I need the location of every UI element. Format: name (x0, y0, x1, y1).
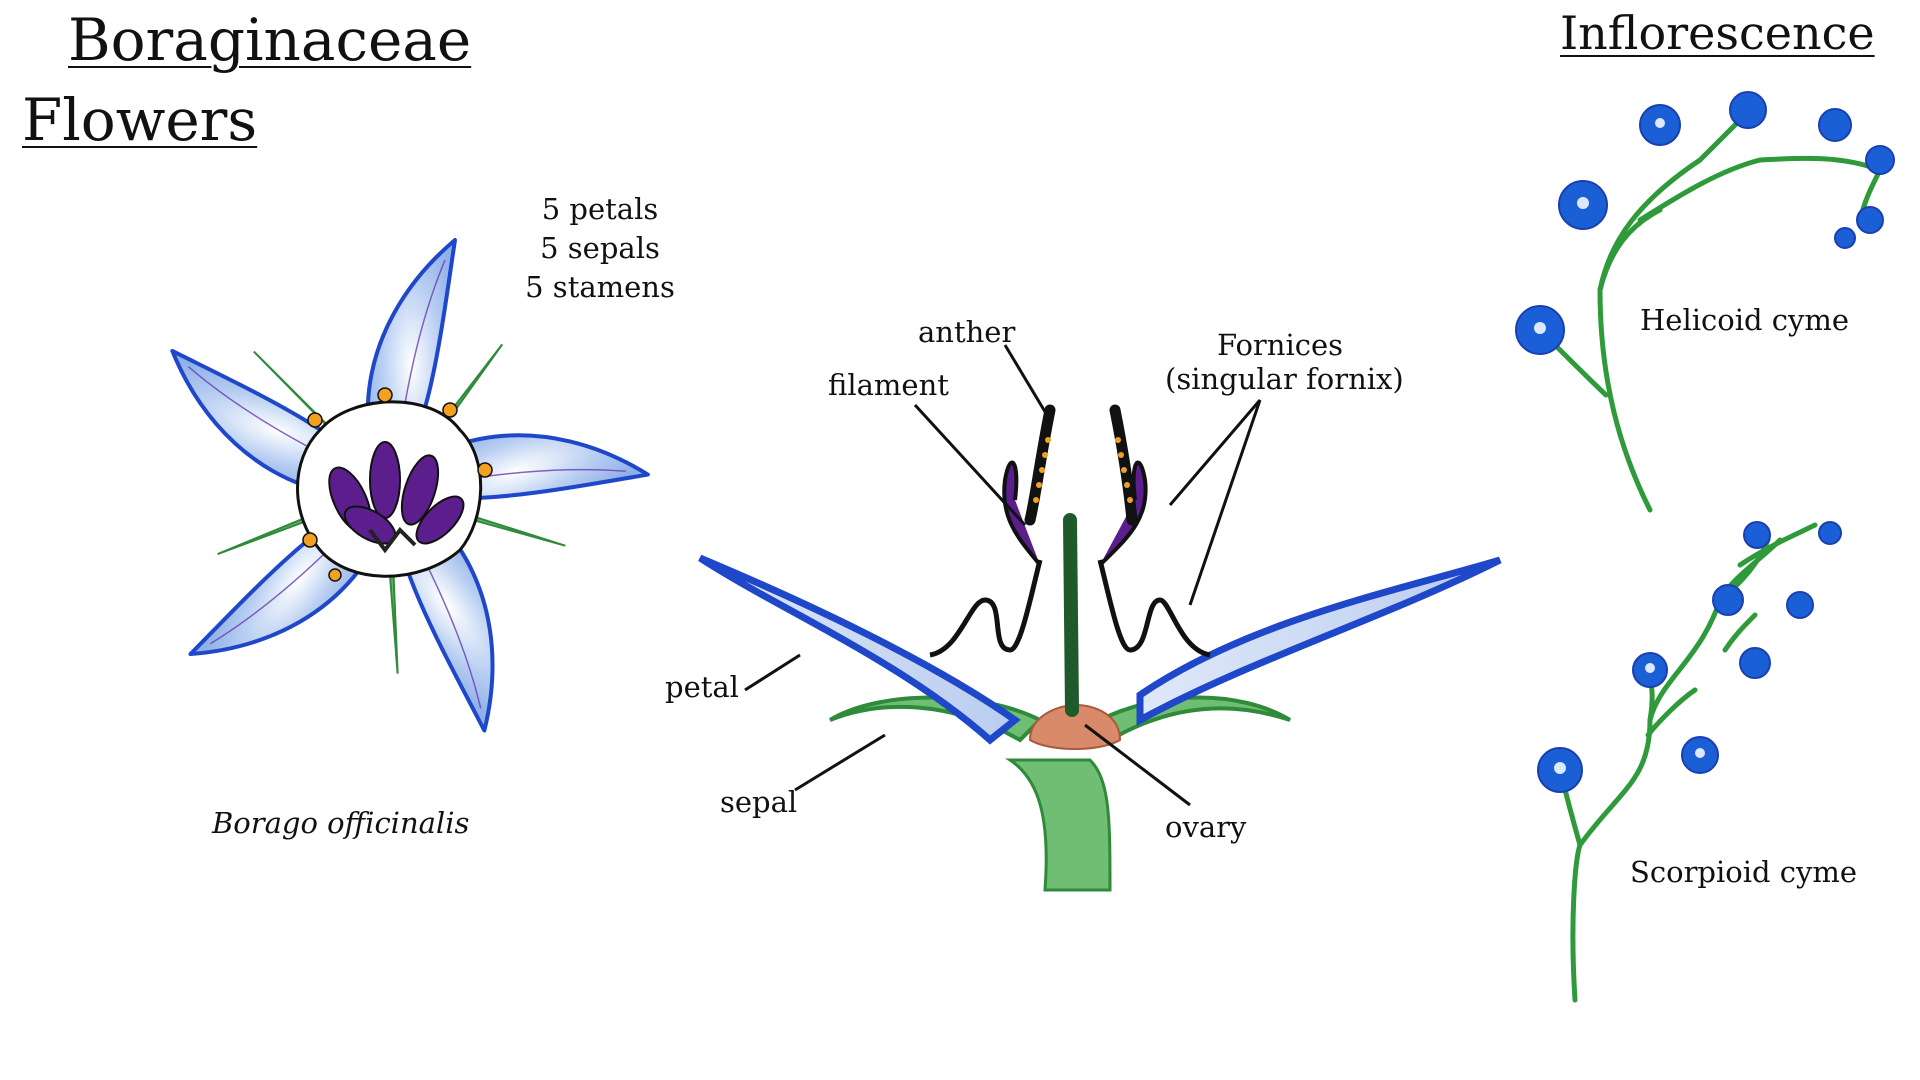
count-sepals: 5 sepals (540, 231, 660, 265)
label-filament: filament (828, 368, 949, 402)
species-label: Borago officinalis (212, 806, 470, 840)
fornices-shapes (929, 559, 1211, 658)
anthers-cone (328, 441, 465, 545)
label-anther: anther (918, 315, 1016, 349)
helicoid-blooms (1515, 91, 1895, 355)
count-petals: 5 petals (541, 192, 659, 226)
count-stamens: 5 stamens (525, 270, 675, 304)
flower-cross-section (698, 344, 1502, 892)
scorpioid-cyme (1537, 521, 1842, 1003)
label-fornices-line2: (singular fornix) (1165, 362, 1404, 396)
label-helicoid-cyme: Helicoid cyme (1640, 303, 1850, 337)
title-inflorescence: Inflorescence (1560, 6, 1875, 60)
label-scorpioid-cyme: Scorpioid cyme (1630, 855, 1858, 889)
label-fornices: Fornices (singular fornix) (1165, 328, 1404, 396)
title-flowers: Flowers (22, 86, 258, 154)
title-family: Boraginaceae (68, 6, 472, 74)
leader-lines (744, 344, 1262, 807)
ovary-shape (1028, 703, 1122, 750)
style (1063, 513, 1079, 717)
petal-left (698, 554, 1021, 745)
borage-flower-top-view (170, 238, 650, 733)
receptacle (1005, 758, 1112, 892)
label-petal: petal (665, 670, 739, 704)
helicoid-cyme (1515, 91, 1895, 513)
label-fornices-line1: Fornices (1216, 328, 1344, 362)
stamens (1002, 404, 1148, 567)
label-ovary: ovary (1165, 810, 1247, 844)
floral-counts: 5 petals 5 sepals 5 stamens (520, 190, 680, 307)
sepal-right (1097, 695, 1292, 743)
petal-right (1136, 556, 1502, 726)
label-sepal: sepal (720, 785, 798, 819)
